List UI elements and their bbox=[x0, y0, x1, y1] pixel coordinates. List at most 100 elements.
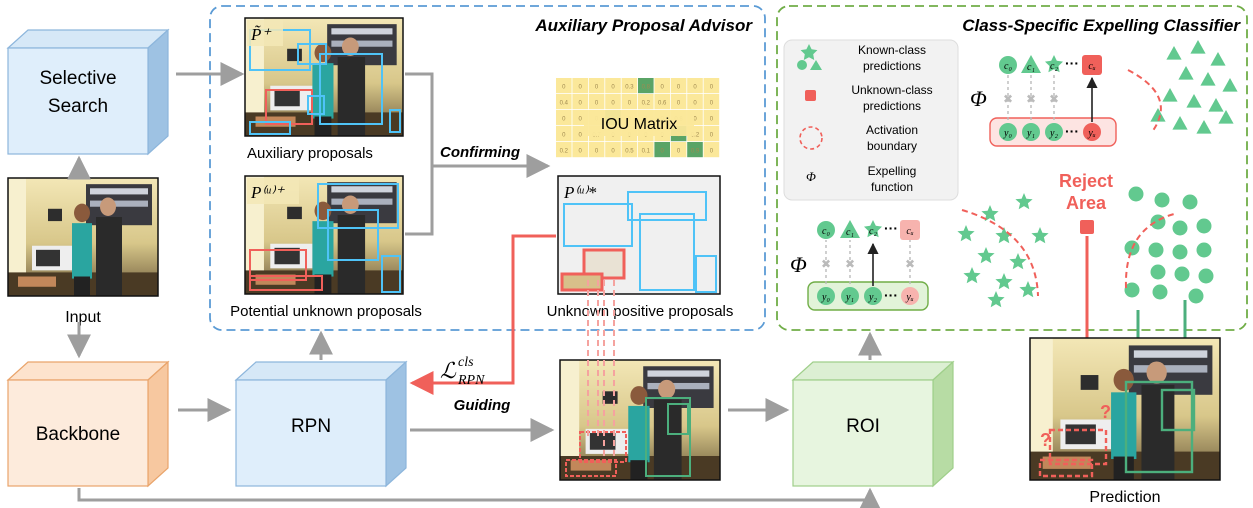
bottom-c0: c₀ bbox=[822, 226, 830, 237]
apa-title: Auxiliary Proposal Advisor bbox=[534, 16, 753, 35]
iou-cell bbox=[605, 78, 621, 94]
iou-value: 0 bbox=[677, 149, 681, 155]
triangle-point bbox=[1186, 94, 1202, 108]
circle-icon bbox=[797, 60, 807, 70]
iou-cell bbox=[621, 94, 638, 110]
iou-cell bbox=[638, 142, 654, 158]
legend-unknown-1: Unknown-class bbox=[851, 83, 932, 97]
bottom-dots: ··· bbox=[884, 220, 898, 236]
top-y0: y₀ bbox=[1003, 128, 1012, 139]
iou-value: 0.3 bbox=[625, 85, 634, 91]
iou-label-bg bbox=[584, 110, 694, 136]
guiding-dashed-links bbox=[587, 280, 615, 456]
top-c2: c₂ bbox=[1050, 61, 1058, 72]
iou-cell bbox=[588, 78, 605, 94]
bottom-yu: yᵤ bbox=[905, 292, 913, 303]
bottom-c2: c₂ bbox=[869, 226, 877, 237]
iou-value: 0.2 bbox=[642, 101, 651, 107]
feature-image bbox=[559, 359, 721, 481]
iou-cell bbox=[670, 94, 687, 110]
iou-cell bbox=[572, 142, 588, 158]
star-point bbox=[1009, 253, 1027, 270]
prediction-label: Prediction bbox=[1089, 489, 1160, 506]
star-point bbox=[987, 291, 1005, 308]
star-point bbox=[1031, 227, 1049, 244]
legend-expelling-1: Expelling bbox=[868, 164, 917, 178]
iou-cell bbox=[703, 142, 720, 158]
iou-value: 0 bbox=[579, 117, 583, 123]
iou-cell bbox=[654, 142, 670, 158]
roi-block: ROI bbox=[791, 360, 955, 488]
input-image bbox=[7, 177, 159, 297]
iou-cell bbox=[556, 142, 572, 158]
iou-cell bbox=[556, 126, 572, 142]
star-point bbox=[1015, 193, 1033, 210]
top-c1: c₁ bbox=[1027, 62, 1035, 73]
iou-value: 0 bbox=[677, 101, 681, 107]
unknown-square-icon bbox=[805, 90, 816, 101]
iou-cell bbox=[703, 126, 720, 142]
star-boundary bbox=[961, 209, 1039, 297]
iou-value: 0 bbox=[579, 133, 583, 139]
selective-search-label-2: Search bbox=[48, 96, 108, 117]
legend-unknown-2: predictions bbox=[863, 99, 921, 113]
reject-label-2: Area bbox=[1066, 193, 1107, 213]
triangle-point bbox=[1172, 116, 1188, 130]
iou-value: 0 bbox=[710, 117, 714, 123]
iou-cell bbox=[638, 78, 654, 94]
iou-cell bbox=[703, 110, 720, 126]
svg-text:?: ? bbox=[1100, 402, 1111, 422]
bottom-dots-y: ··· bbox=[884, 287, 898, 303]
triangle-point bbox=[1208, 98, 1224, 112]
circle-point bbox=[1150, 264, 1166, 280]
iou-cell bbox=[654, 94, 670, 110]
iou-value: 0 bbox=[710, 101, 714, 107]
triangle-point bbox=[1222, 78, 1238, 92]
apa-frame bbox=[209, 5, 766, 331]
bottom-phi: Φ bbox=[790, 252, 807, 277]
svg-text:✖: ✖ bbox=[1026, 92, 1036, 106]
unknown-symbol: P⁽ᵘ⁾* bbox=[563, 183, 597, 202]
svg-text:✖: ✖ bbox=[845, 257, 855, 271]
feature-clusters bbox=[957, 40, 1238, 308]
triangle-point bbox=[1190, 40, 1206, 54]
iou-cell bbox=[556, 78, 572, 94]
iou-value: 0 bbox=[562, 117, 566, 123]
iou-cell bbox=[670, 78, 687, 94]
loss-sup: cls bbox=[458, 355, 474, 370]
input-label: Input bbox=[65, 309, 101, 326]
top-phi: Φ bbox=[970, 86, 987, 111]
iou-value: 0 bbox=[595, 149, 599, 155]
iou-value: 0 bbox=[693, 85, 697, 91]
csec-title: Class-Specific Expelling Classifier bbox=[962, 16, 1241, 35]
star-point bbox=[1019, 281, 1037, 298]
legend-known-1: Known-class bbox=[858, 43, 926, 57]
backbone-block: Backbone bbox=[6, 360, 170, 488]
iou-value: 0 bbox=[611, 101, 615, 107]
star-point bbox=[995, 227, 1013, 244]
unknown-caption: Unknown positive proposals bbox=[547, 303, 734, 320]
aux-caption: Auxiliary proposals bbox=[247, 145, 373, 162]
iou-value: 0.1 bbox=[642, 149, 651, 155]
rpn-block: RPN bbox=[234, 360, 408, 488]
svg-text:✖: ✖ bbox=[905, 257, 915, 271]
iou-cell bbox=[687, 142, 703, 158]
iou-value: 0 bbox=[661, 85, 665, 91]
triangle-point bbox=[1150, 108, 1166, 122]
circle-point bbox=[1198, 268, 1214, 284]
iou-cell bbox=[605, 94, 621, 110]
legend: Φ Known-class predictions Unknown-class … bbox=[783, 39, 959, 201]
iou-cell bbox=[638, 94, 654, 110]
circle-point bbox=[1148, 242, 1164, 258]
guiding-label: Guiding bbox=[454, 397, 511, 414]
iou-value: 0 bbox=[579, 101, 583, 107]
iou-value: 0 bbox=[579, 85, 583, 91]
circle-point bbox=[1128, 186, 1144, 202]
potential-caption: Potential unknown proposals bbox=[230, 303, 422, 320]
top-c0: c₀ bbox=[1004, 61, 1012, 72]
aux-symbol: P̃⁺ bbox=[250, 25, 272, 44]
iou-cell bbox=[556, 94, 572, 110]
top-dots: ··· bbox=[1065, 55, 1079, 71]
iou-value: 0 bbox=[710, 85, 714, 91]
iou-cell bbox=[687, 78, 703, 94]
